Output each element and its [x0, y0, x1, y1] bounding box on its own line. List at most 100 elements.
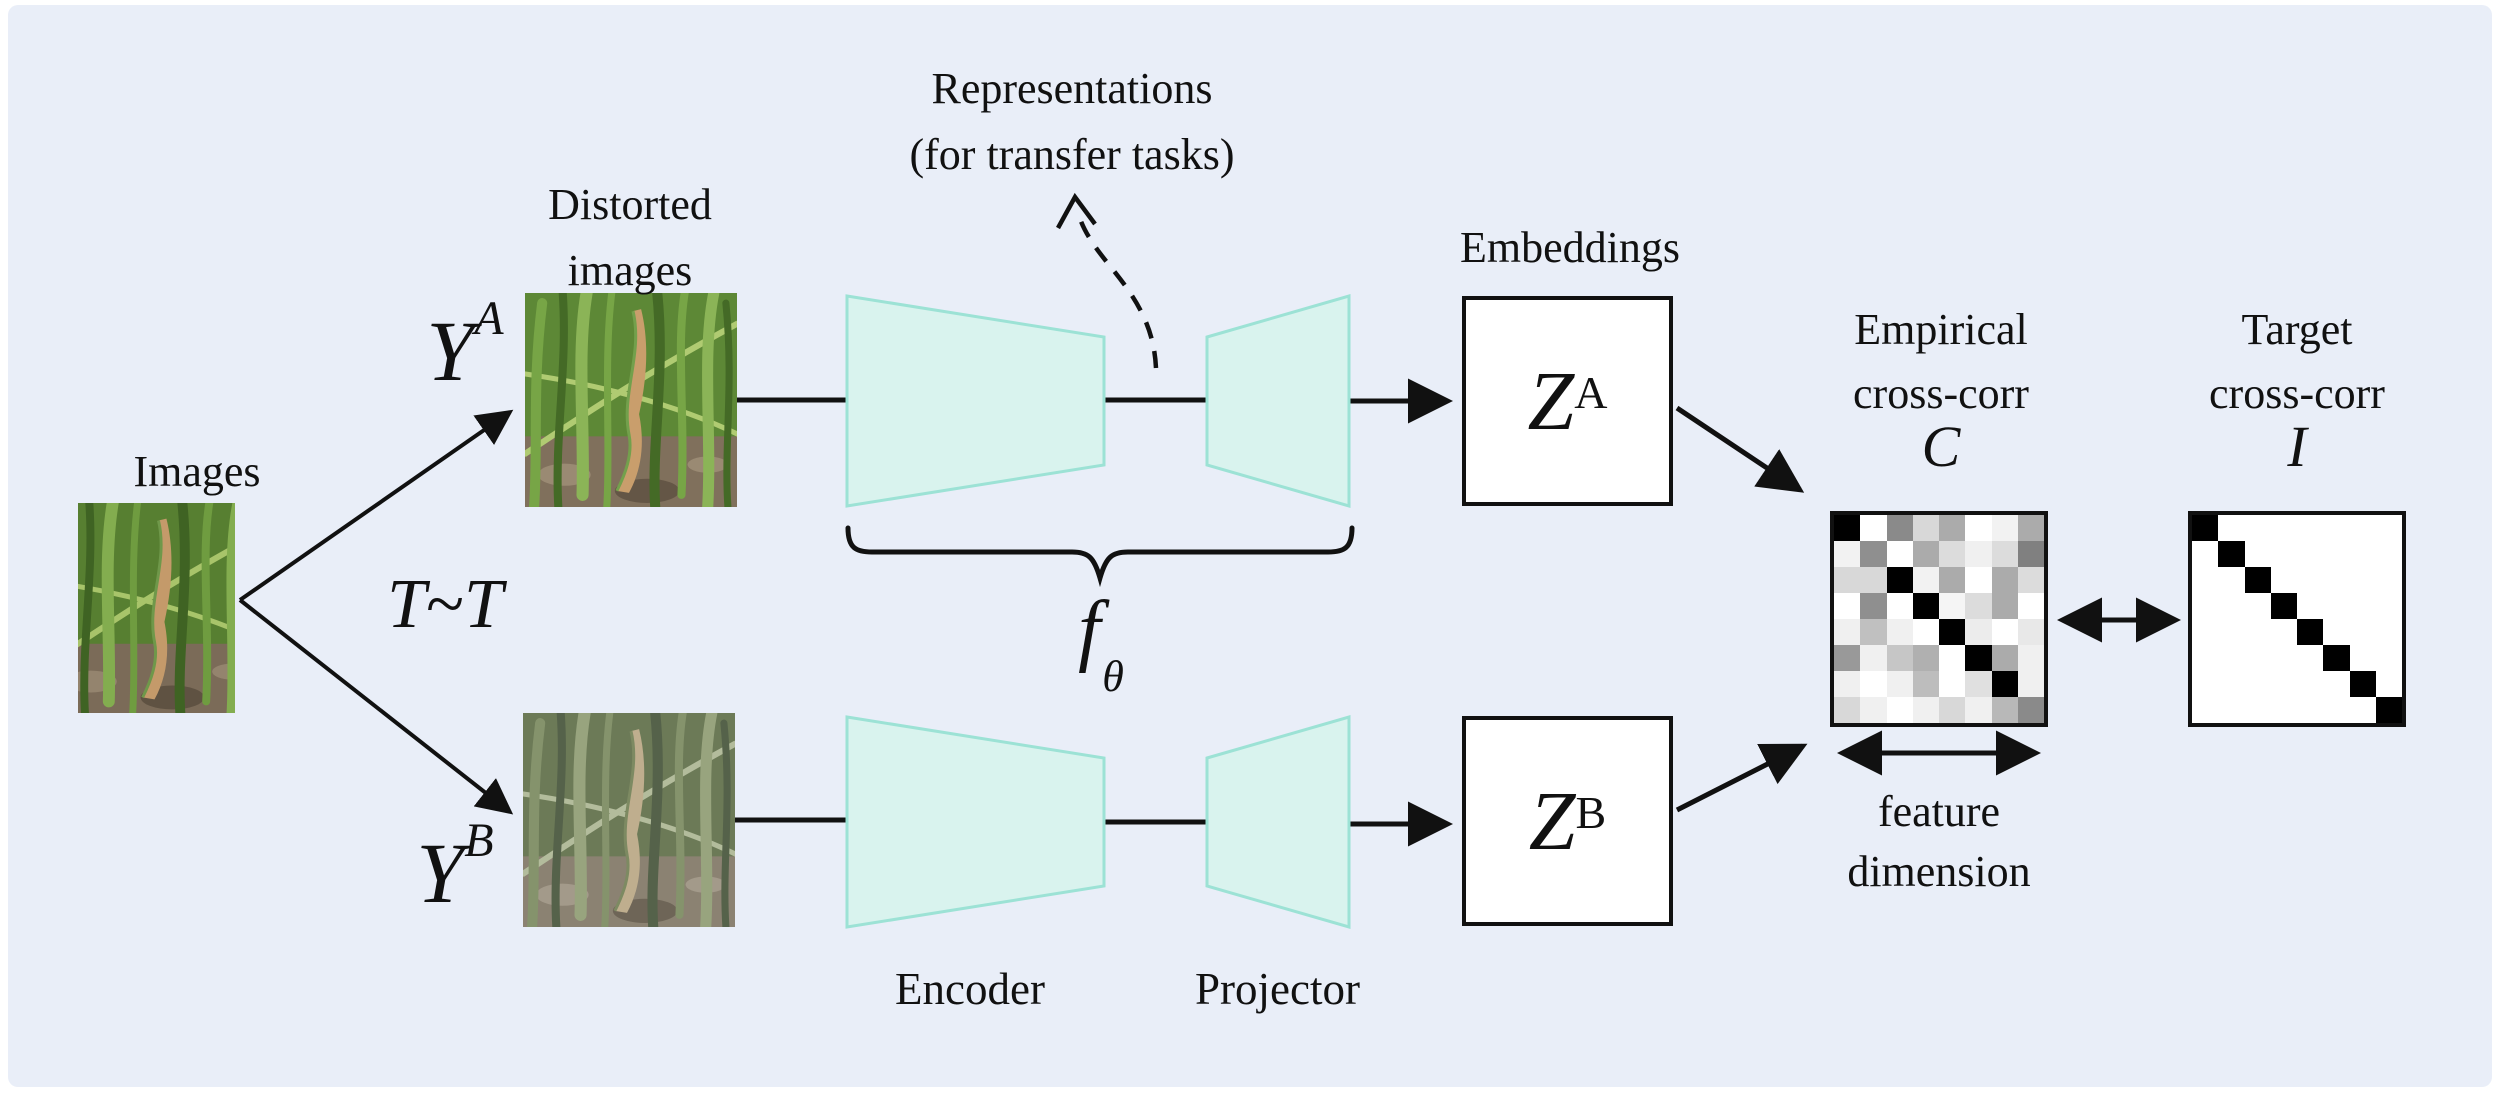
matrix-cell [1860, 619, 1887, 645]
matrix-cell [1834, 567, 1861, 593]
matrix-cell [1886, 645, 1913, 671]
matrix-cell [1834, 697, 1861, 723]
matrix-cell [2323, 619, 2350, 645]
matrix-cell [2297, 541, 2324, 567]
matrix-cell [2192, 619, 2219, 645]
matrix-cell [2323, 567, 2350, 593]
source-image [78, 503, 235, 713]
matrix-cell [2192, 645, 2219, 671]
matrix-cell [1991, 541, 2018, 567]
matrix-cell [1860, 593, 1887, 619]
matrix-cell [1860, 541, 1887, 567]
t-set: T [463, 566, 503, 643]
embedding-box-za: ZA [1462, 296, 1673, 506]
i-symbol-label: I [2287, 414, 2307, 479]
matrix-cell [2244, 515, 2271, 541]
t-sampling-label: T~T [350, 570, 540, 640]
matrix-cell [1912, 645, 1939, 671]
matrix-cell [2017, 645, 2044, 671]
yb-label: YB [385, 817, 525, 916]
matrix-cell [2192, 593, 2219, 619]
matrix-cell [1965, 671, 1992, 697]
matrix-cell [1834, 619, 1861, 645]
target-line2: cross-corr [2209, 369, 2385, 418]
matrix-cell [2375, 619, 2402, 645]
matrix-cell [2270, 671, 2297, 697]
matrix-cell [1991, 645, 2018, 671]
matrix-cell [2017, 697, 2044, 723]
distorted-image-b [523, 713, 735, 927]
matrix-cell [1886, 593, 1913, 619]
matrix-cell [2218, 645, 2245, 671]
feature-line1: feature [1877, 787, 2001, 836]
matrix-cell [1860, 645, 1887, 671]
empirical-line2: cross-corr [1853, 369, 2029, 418]
feature-dimension-label: feature dimension [1814, 782, 2064, 902]
ya-label: YA [395, 295, 535, 394]
matrix-cell [1991, 671, 2018, 697]
matrix-cell [1965, 593, 1992, 619]
t-op: ~ [426, 566, 464, 643]
matrix-cell [1991, 567, 2018, 593]
arrow-to-distorted-b [238, 598, 514, 815]
matrix-cell [2192, 541, 2219, 567]
matrix-cell [2244, 645, 2271, 671]
target-crosscorr-label: Target cross-corr [2172, 298, 2422, 426]
matrix-cell [2017, 593, 2044, 619]
projector-label: Projector [1195, 964, 1360, 1014]
arrow-za-crosscorr [1675, 405, 1805, 493]
distorted-image-a [525, 293, 737, 507]
matrix-cell [2375, 645, 2402, 671]
matrix-cell [1965, 619, 1992, 645]
matrix-cell [1965, 515, 1992, 541]
images-label: Images [133, 447, 261, 496]
matrix-cell [2017, 567, 2044, 593]
figure-background [8, 5, 2492, 1087]
matrix-cell [2375, 567, 2402, 593]
embeddings-label: Embeddings [1460, 223, 1680, 272]
empirical-crosscorr-matrix [1830, 511, 2048, 727]
matrix-cell [2349, 567, 2376, 593]
matrix-cell [1912, 593, 1939, 619]
matrix-cell [1939, 567, 1966, 593]
matrix-cell [2349, 593, 2376, 619]
matrix-cell [1912, 567, 1939, 593]
matrix-cell [1912, 697, 1939, 723]
matrix-cell [1912, 541, 1939, 567]
zb-sup: B [1575, 787, 1607, 839]
matrix-cell [2323, 515, 2350, 541]
matrix-cell [2244, 671, 2271, 697]
matrix-cell [1939, 697, 1966, 723]
representations-label: Representations (for transfer tasks) [872, 56, 1272, 188]
matrix-cell [2244, 567, 2271, 593]
matrix-cell [2349, 541, 2376, 567]
matrix-cell [2270, 541, 2297, 567]
matrix-cell [2349, 697, 2376, 723]
matrix-cell [2244, 541, 2271, 567]
matrix-cell [1860, 567, 1887, 593]
encoder-trapezoid-bottom [845, 715, 1106, 929]
matrix-cell [2297, 567, 2324, 593]
za-sup: A [1574, 367, 1608, 419]
matrix-cell [2270, 567, 2297, 593]
matrix-cell [1886, 541, 1913, 567]
matrix-cell [2218, 541, 2245, 567]
matrix-cell [1965, 541, 1992, 567]
matrix-cell [1886, 567, 1913, 593]
matrix-cell [1965, 697, 1992, 723]
matrix-cell [1834, 593, 1861, 619]
matrix-cell [2192, 697, 2219, 723]
matrix-cell [1912, 671, 1939, 697]
matrix-cell [1991, 619, 2018, 645]
matrix-cell [1886, 619, 1913, 645]
matrix-cell [2297, 593, 2324, 619]
matrix-cell [2192, 567, 2219, 593]
matrix-cell [1834, 515, 1861, 541]
ya-sup: A [474, 292, 504, 346]
matrix-cell [2349, 619, 2376, 645]
representations-line1: Representations [931, 64, 1213, 113]
matrix-cell [2297, 515, 2324, 541]
yb-sup: B [464, 814, 494, 868]
